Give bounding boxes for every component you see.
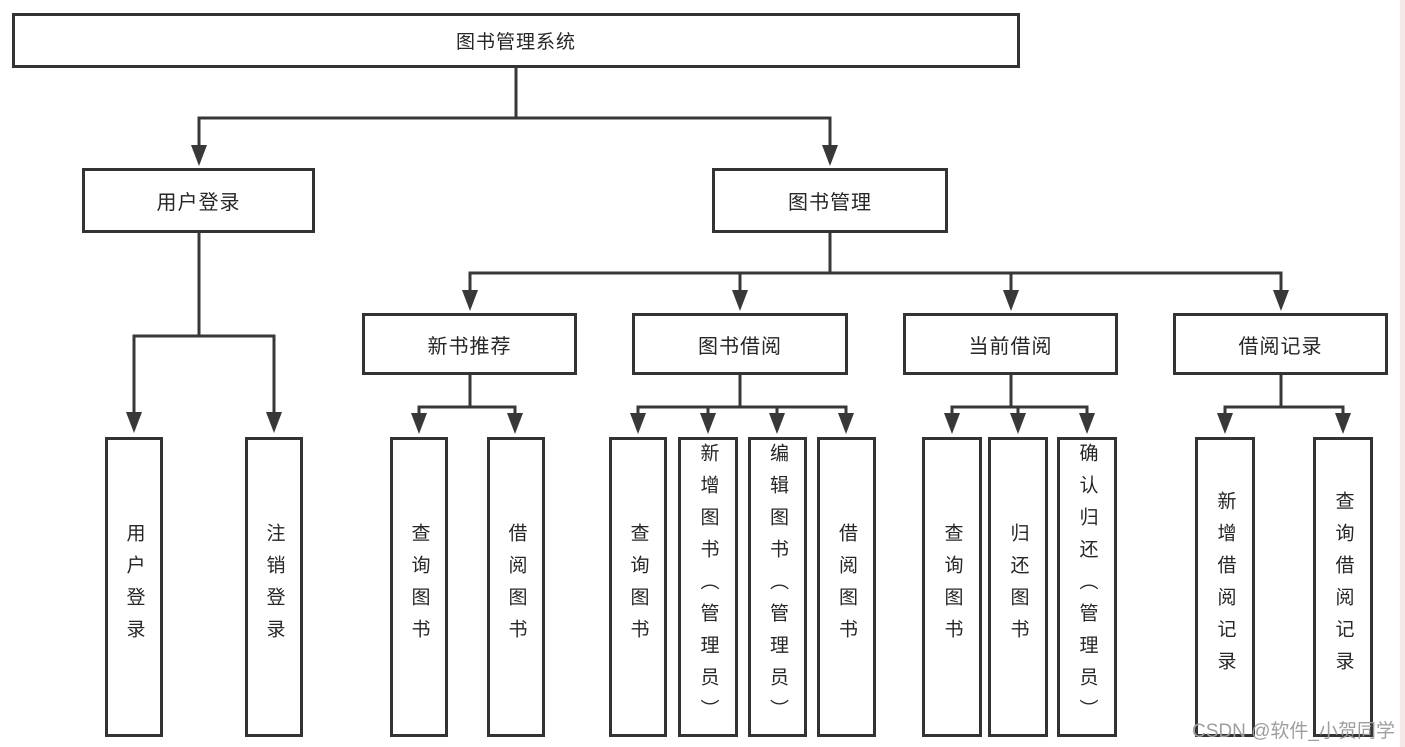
node-book-management: 图书管理 bbox=[712, 168, 948, 233]
leaf-confirm-return-admin: 确认归还（管理员） bbox=[1057, 437, 1117, 737]
node-borrow-record: 借阅记录 bbox=[1173, 313, 1388, 375]
leaf-user-login: 用户登录 bbox=[105, 437, 163, 737]
leaf-borrow-book-recommend: 借阅图书 bbox=[487, 437, 545, 737]
leaf-borrow-book: 借阅图书 bbox=[817, 437, 876, 737]
leaf-query-borrow-record: 查询借阅记录 bbox=[1313, 437, 1373, 737]
node-user-login: 用户登录 bbox=[82, 168, 315, 233]
node-library-system: 图书管理系统 bbox=[12, 13, 1020, 68]
leaf-edit-book-admin: 编辑图书（管理员） bbox=[748, 437, 807, 737]
leaf-add-borrow-record: 新增借阅记录 bbox=[1195, 437, 1255, 737]
leaf-query-book-borrow: 查询图书 bbox=[609, 437, 667, 737]
leaf-logout: 注销登录 bbox=[245, 437, 303, 737]
leaf-query-book-current: 查询图书 bbox=[922, 437, 982, 737]
leaf-query-book-recommend: 查询图书 bbox=[390, 437, 448, 737]
csdn-watermark: CSDN @软件_小贺同学 bbox=[1192, 721, 1395, 742]
node-new-book-recommend: 新书推荐 bbox=[362, 313, 577, 375]
node-book-borrow: 图书借阅 bbox=[632, 313, 848, 375]
leaf-return-book: 归还图书 bbox=[988, 437, 1048, 737]
leaf-add-book-admin: 新增图书（管理员） bbox=[678, 437, 738, 737]
right-edge-strip bbox=[1400, 0, 1405, 747]
node-current-borrow: 当前借阅 bbox=[903, 313, 1118, 375]
